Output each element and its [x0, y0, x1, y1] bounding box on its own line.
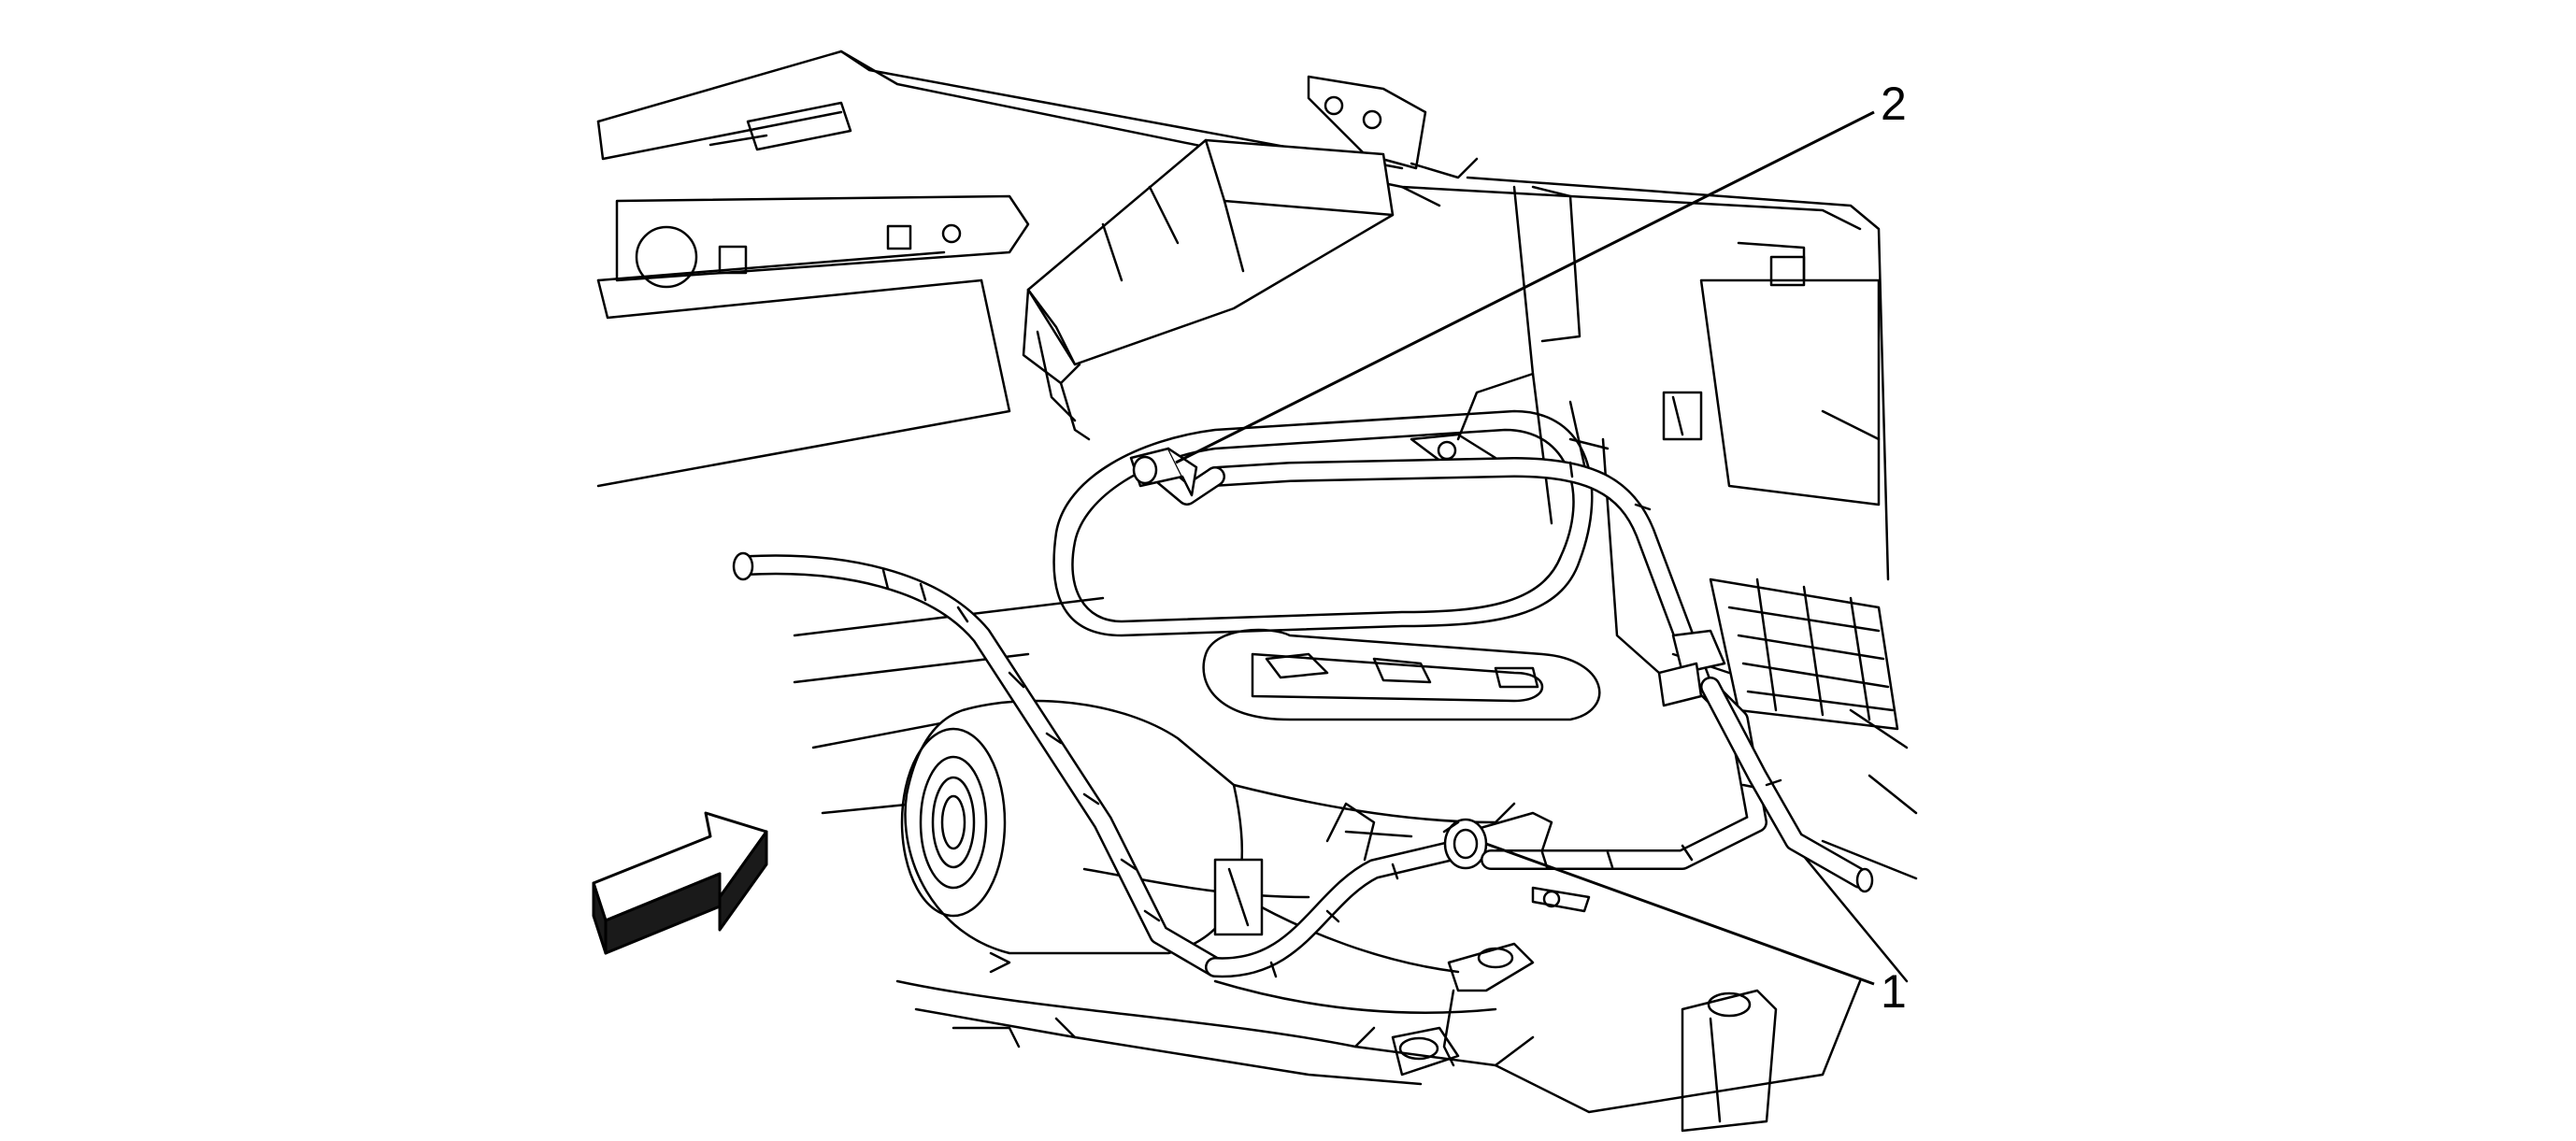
lower-tub-body — [1213, 783, 1553, 1014]
air-duct-module — [1022, 138, 1395, 441]
right-branch-hose — [1700, 677, 1874, 893]
hose-coupler — [1657, 629, 1726, 707]
quick-connector-2 — [1129, 447, 1198, 497]
floor-pan — [895, 979, 1862, 1114]
lower-vent-hose — [1205, 840, 1464, 978]
callout-2-label: 2 — [1881, 78, 1907, 130]
callout-1-label: 1 — [1881, 965, 1907, 1018]
callout-2-leader — [1175, 110, 1875, 464]
callouts: 2 1 — [1175, 78, 1907, 1018]
center-clip — [1531, 886, 1591, 913]
upper-body-panel — [596, 50, 1862, 488]
view-direction-arrow-icon — [592, 811, 768, 955]
rear-shelf-bracket — [1307, 75, 1479, 207]
callout-1-leader — [1485, 842, 1875, 986]
wheelhouse-loop — [1052, 409, 1594, 637]
lower-brackets — [1391, 942, 1778, 1133]
right-side-panel — [1456, 176, 1890, 675]
right-vent-grille — [1671, 578, 1899, 731]
hose-assembly — [732, 447, 1874, 978]
cross-member — [1202, 628, 1601, 721]
quick-connector-1 — [1442, 818, 1488, 870]
right-upper-hose — [1205, 457, 1711, 692]
fill-hose — [732, 551, 1225, 977]
vehicle-line-art — [596, 50, 1918, 1133]
